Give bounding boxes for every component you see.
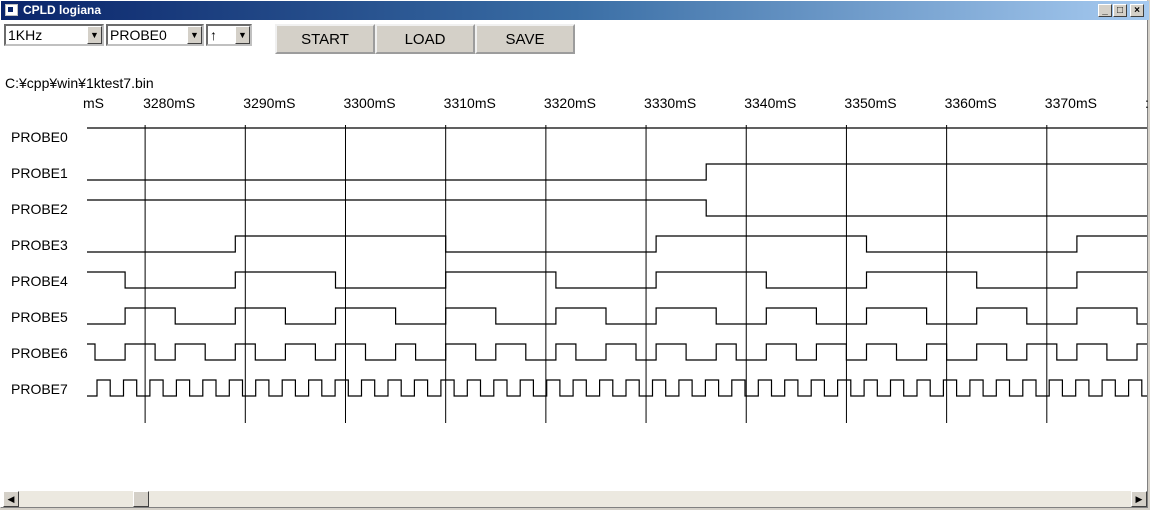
waveform-trace bbox=[87, 379, 1147, 397]
waveform-trace bbox=[87, 199, 1147, 217]
time-tick-label: : bbox=[1145, 95, 1149, 111]
trigger-edge-value: ↑ bbox=[210, 27, 217, 43]
probe-label: PROBE7 bbox=[11, 381, 68, 397]
scroll-left-icon[interactable]: ◀ bbox=[3, 491, 19, 507]
scroll-thumb[interactable] bbox=[133, 491, 149, 507]
maximize-button[interactable]: □ bbox=[1113, 4, 1127, 17]
time-tick-label: 3330mS bbox=[644, 95, 696, 111]
sample-rate-select[interactable]: 1KHz ▼ bbox=[4, 24, 104, 46]
probe-label: PROBE3 bbox=[11, 237, 68, 253]
waveform-trace bbox=[87, 235, 1147, 253]
start-button[interactable]: START bbox=[275, 24, 375, 54]
probe-label: PROBE4 bbox=[11, 273, 68, 289]
time-tick-label: 3320mS bbox=[544, 95, 596, 111]
time-tick-label: 3290mS bbox=[243, 95, 295, 111]
sample-rate-value: 1KHz bbox=[8, 27, 43, 43]
chevron-down-icon[interactable]: ▼ bbox=[87, 26, 102, 44]
window-title: CPLD logiana bbox=[23, 3, 102, 17]
waveform-trace bbox=[87, 271, 1147, 289]
probe-label: PROBE2 bbox=[11, 201, 68, 217]
save-button[interactable]: SAVE bbox=[475, 24, 575, 54]
time-tick-label: 3280mS bbox=[143, 95, 195, 111]
time-tick-label: 3340mS bbox=[744, 95, 796, 111]
scroll-right-icon[interactable]: ▶ bbox=[1131, 491, 1147, 507]
probe-label: PROBE6 bbox=[11, 345, 68, 361]
client-area: 1KHz ▼ PROBE0 ▼ ↑ ▼ START LOAD SAVE C:¥c… bbox=[3, 21, 1149, 491]
title-bar[interactable]: CPLD logiana _ □ × bbox=[1, 1, 1149, 20]
close-button[interactable]: × bbox=[1130, 4, 1144, 17]
waveform-trace bbox=[87, 307, 1147, 325]
waveform-trace bbox=[87, 163, 1147, 181]
probe-label: PROBE5 bbox=[11, 309, 68, 325]
load-button[interactable]: LOAD bbox=[375, 24, 475, 54]
probe-label: PROBE0 bbox=[11, 129, 68, 145]
time-tick-label: 3300mS bbox=[343, 95, 395, 111]
time-tick-label: mS bbox=[83, 95, 104, 111]
trigger-probe-select[interactable]: PROBE0 ▼ bbox=[106, 24, 204, 46]
probe-label: PROBE1 bbox=[11, 165, 68, 181]
waveform-trace bbox=[87, 343, 1147, 361]
time-tick-label: 3310mS bbox=[444, 95, 496, 111]
time-tick-label: 3350mS bbox=[844, 95, 896, 111]
waveform-display[interactable]: mS 3280mS 3290mS 3300mS 3310mS 3320mS 3330mS 33… bbox=[3, 91, 1149, 431]
time-tick-label: 3370mS bbox=[1045, 95, 1097, 111]
file-path: C:¥cpp¥win¥1ktest7.bin bbox=[5, 75, 154, 91]
minimize-button[interactable]: _ bbox=[1098, 4, 1112, 17]
time-tick-label: 3360mS bbox=[945, 95, 997, 111]
trigger-probe-value: PROBE0 bbox=[110, 27, 167, 43]
chevron-down-icon[interactable]: ▼ bbox=[187, 26, 202, 44]
chevron-down-icon[interactable]: ▼ bbox=[235, 26, 250, 44]
trigger-edge-select[interactable]: ↑ ▼ bbox=[206, 24, 252, 46]
app-icon bbox=[5, 4, 18, 16]
horizontal-scrollbar[interactable]: ◀ ▶ bbox=[3, 491, 1147, 507]
